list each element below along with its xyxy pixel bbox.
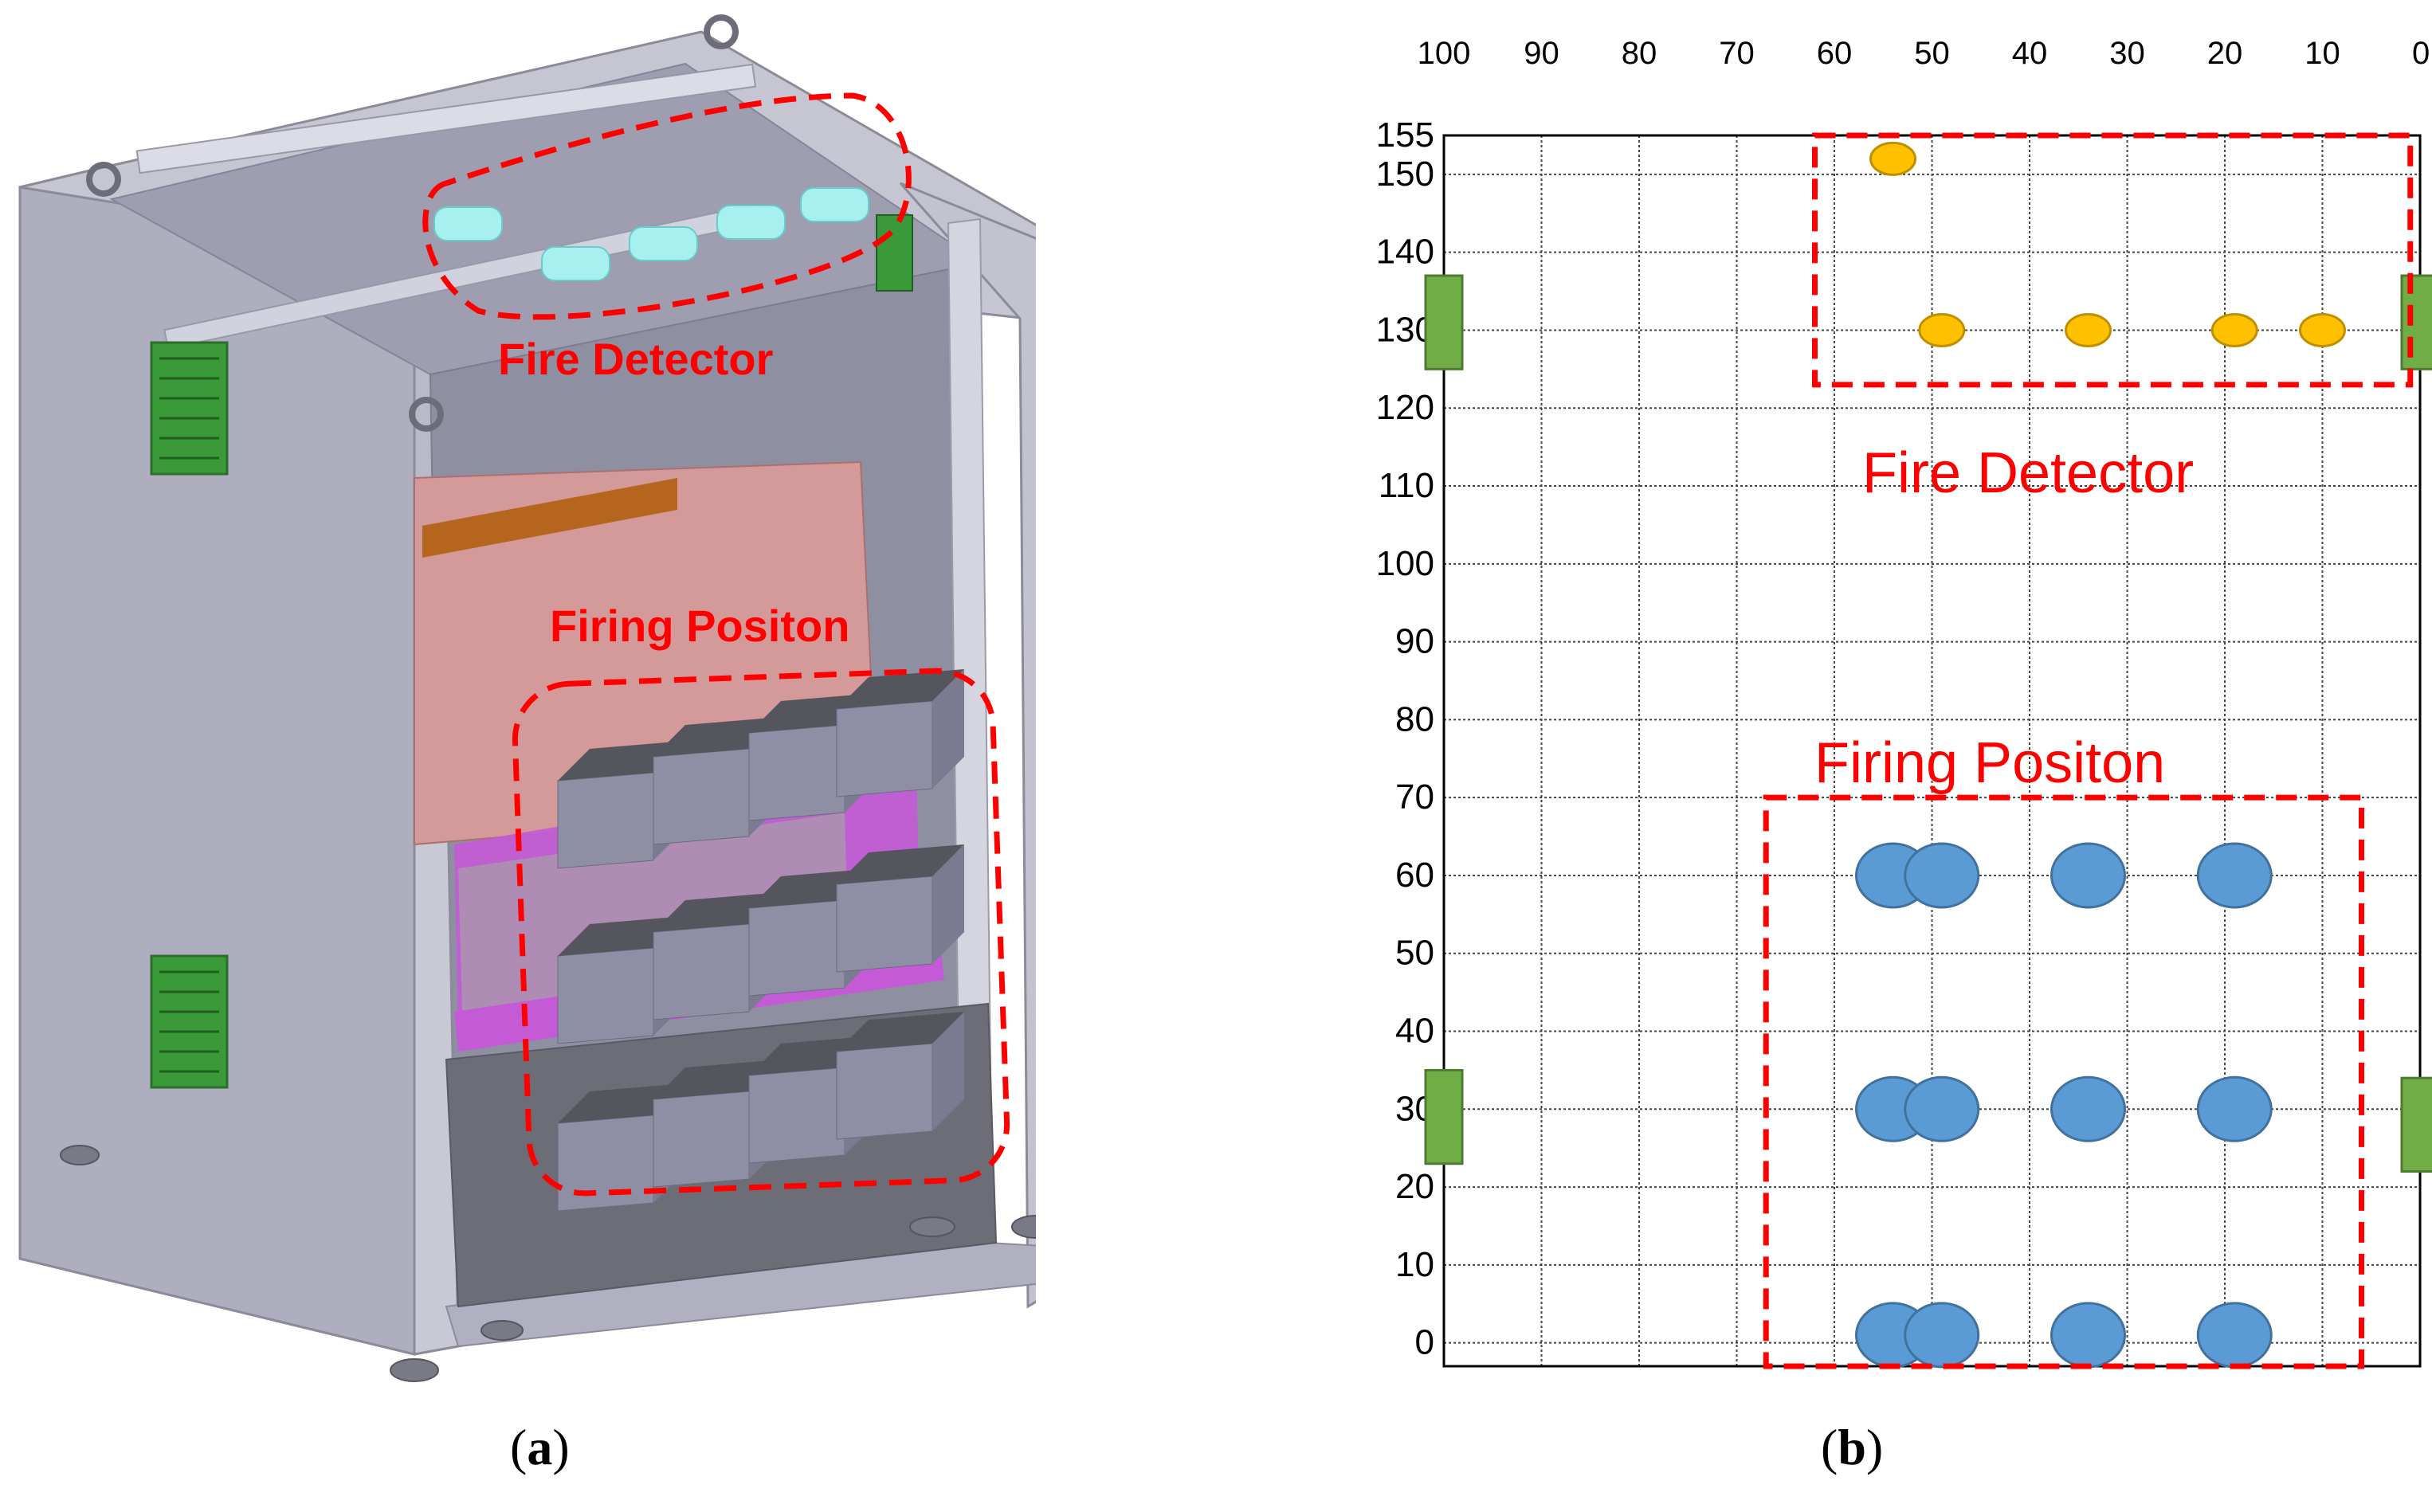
lifting-eye (86, 14, 739, 432)
firing-cube-side (932, 669, 964, 789)
vent-marker (1424, 1068, 1464, 1165)
panel-a-letter: a (527, 1419, 553, 1475)
fire-detector-marker (2065, 312, 2112, 347)
x-tick-label: 0 (2412, 36, 2430, 71)
cabinet-feet (60, 1145, 1036, 1382)
y-tick-label: 50 (1395, 934, 1434, 973)
top-roller-bar (135, 63, 757, 174)
firing-position-marker (2050, 842, 2126, 909)
y-tick-label: 140 (1376, 233, 1434, 272)
firing-position-label: Firing Positon (1814, 731, 2165, 795)
vents (1424, 274, 2432, 1173)
x-tick-label: 10 (2305, 36, 2340, 71)
firing-position-marker (2050, 1302, 2126, 1369)
firing-cube-top (837, 669, 964, 709)
y-tick-label: 100 (1376, 544, 1434, 583)
y-tick-label: 20 (1395, 1167, 1434, 1206)
firing-position-outline (512, 668, 1010, 1197)
fire-detector-pad (800, 187, 869, 222)
fire-detectors (433, 187, 869, 281)
vent-marker (1424, 274, 1464, 370)
firing-cube-front (836, 875, 933, 973)
firing-position-marker (2196, 842, 2273, 909)
firing-cube-front (653, 748, 750, 845)
firing-position-marker (2196, 1075, 2273, 1142)
x-tick-label: 70 (1719, 36, 1755, 71)
y-tick-label: 155 (1376, 116, 1434, 155)
vent-grille-upper (150, 341, 229, 476)
circuit-board (876, 214, 913, 292)
fire-detector-marker (1918, 312, 1966, 347)
x-tick-label: 100 (1418, 36, 1471, 71)
panel-b-letter: b (1838, 1419, 1866, 1475)
vent-grille-lower (150, 954, 229, 1089)
firing-cube-front (748, 899, 845, 997)
y-tick-label: 120 (1376, 388, 1434, 427)
vent-marker (2400, 1076, 2432, 1173)
y-tick-label: 90 (1395, 622, 1434, 661)
y-tick-label: 60 (1395, 856, 1434, 895)
x-tick-label: 50 (1914, 36, 1950, 71)
fire-detector-marker (2299, 312, 2346, 347)
x-tick-label: 30 (2109, 36, 2145, 71)
copper-bus-bar (422, 478, 677, 558)
firing-cube-front (748, 1067, 845, 1164)
panel-a-caption: (a) (510, 1419, 570, 1475)
firing-position-marker (2196, 1302, 2273, 1369)
firing-position-outline (1763, 794, 2364, 1369)
firing-cube-front (557, 947, 654, 1044)
y-tick-label: 40 (1395, 1012, 1434, 1051)
fire-detector-marker (1869, 141, 1916, 176)
firing-cube-front (653, 923, 750, 1020)
vent-marker (2400, 274, 2432, 370)
firing-cube-front (836, 700, 933, 797)
firing-cubes (557, 669, 964, 1212)
fire-detector-outline (1812, 132, 2414, 388)
x-tick-label: 80 (1622, 36, 1657, 71)
fire-detector-outline (422, 92, 912, 320)
firing-cube-front (748, 724, 845, 821)
annotation-outlines (1763, 132, 2414, 1369)
firing-cube-top (837, 1012, 964, 1052)
firing-cube-front (836, 1043, 933, 1140)
cabinet-3d-illustration: Fire Detector Firing Positon (18, 14, 1036, 1382)
firing-position-marker (2050, 1075, 2126, 1142)
firing-position-marker (1904, 1302, 1980, 1369)
firing-position-label: Firing Positon (550, 601, 849, 651)
firing-cube-side (932, 1012, 964, 1131)
fire-detector-pad (541, 246, 610, 281)
x-tick-label: 20 (2207, 36, 2243, 71)
x-tick-label: 60 (1817, 36, 1853, 71)
fire-detector-label: Fire Detector (498, 334, 773, 384)
panel-b-caption: (b) (1821, 1419, 1884, 1475)
markers (1855, 141, 2346, 1369)
y-tick-label: 0 (1415, 1323, 1434, 1362)
cabinet-right-panel (899, 182, 1036, 1309)
firing-position-marker (1904, 1075, 1980, 1142)
y-tick-label: 70 (1395, 778, 1434, 817)
y-tick-label: 150 (1376, 155, 1434, 194)
firing-position-marker (1904, 842, 1980, 909)
firing-cube-front (557, 1114, 654, 1212)
firing-cube-top (837, 844, 964, 884)
firing-cube-front (557, 772, 654, 869)
y-tick-label: 10 (1395, 1245, 1434, 1284)
y-tick-label: 110 (1379, 466, 1434, 505)
x-tick-label: 40 (2012, 36, 2048, 71)
y-tick-label: 80 (1395, 699, 1434, 738)
fire-detector-pad (716, 205, 786, 240)
firing-cube-front (653, 1091, 750, 1188)
fire-detector-label: Fire Detector (1862, 441, 2194, 505)
fire-detector-pad (433, 206, 503, 241)
fire-detector-pad (629, 226, 698, 261)
firing-cube-side (932, 844, 964, 964)
fire-detector-marker (2210, 312, 2258, 347)
x-tick-label: 90 (1524, 36, 1559, 71)
